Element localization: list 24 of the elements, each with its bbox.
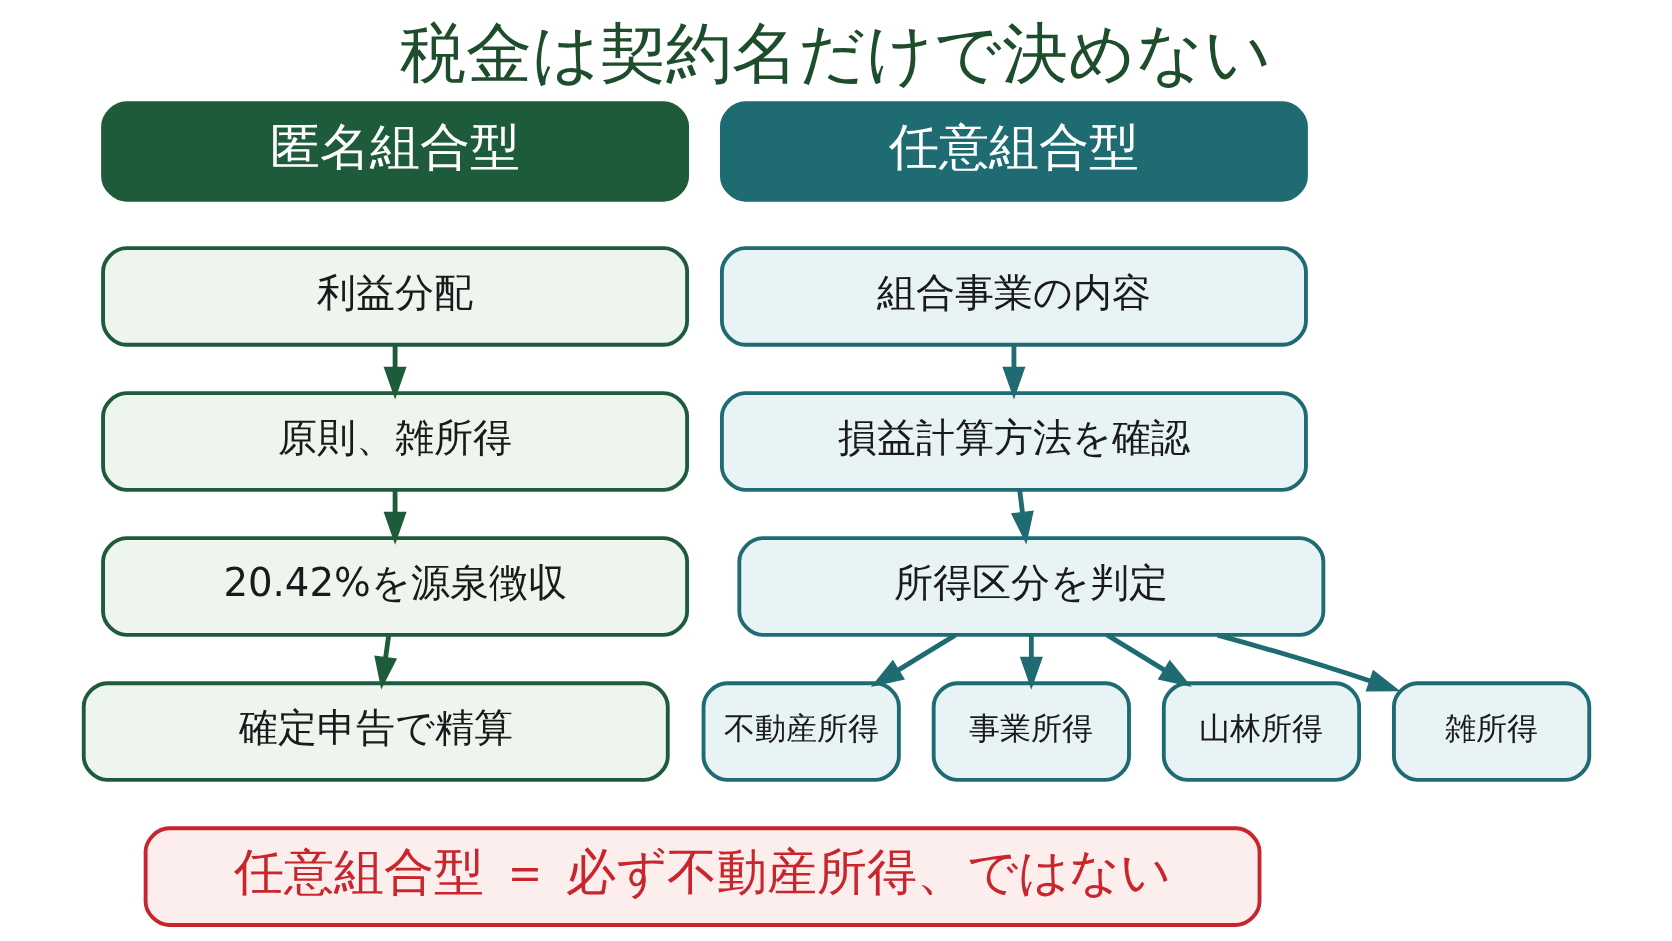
- node-box: 20.42%を源泉徴収: [100, 536, 689, 637]
- arrow: [1105, 633, 1192, 687]
- node-box: 確定申告で精算: [81, 681, 670, 782]
- diagram-title: 税金は契約名だけで決めない: [400, 15, 1272, 93]
- node-box: 所得区分を判定: [736, 536, 1325, 637]
- arrow: [1010, 490, 1034, 545]
- arrow: [373, 635, 397, 690]
- node-box: 匿名組合型: [100, 101, 689, 202]
- arrow: [1001, 345, 1025, 400]
- node-box: 損益計算方法を確認: [719, 391, 1308, 492]
- node-box: 組合事業の内容: [719, 246, 1308, 347]
- arrow: [1216, 632, 1400, 692]
- node-box: 原則、雑所得: [100, 391, 689, 492]
- node-box: 雑所得: [1391, 681, 1591, 782]
- node-box: 不動産所得: [701, 681, 901, 782]
- node-box: 任意組合型 ＝ 必ず不動産所得、ではない: [143, 826, 1261, 927]
- node-box: 利益分配: [100, 246, 689, 347]
- arrow: [1019, 635, 1043, 690]
- arrow: [870, 633, 957, 687]
- node-box: 事業所得: [931, 681, 1131, 782]
- node-box: 任意組合型: [719, 101, 1308, 202]
- node-box: 山林所得: [1161, 681, 1361, 782]
- arrow: [383, 345, 407, 400]
- arrow: [383, 490, 407, 545]
